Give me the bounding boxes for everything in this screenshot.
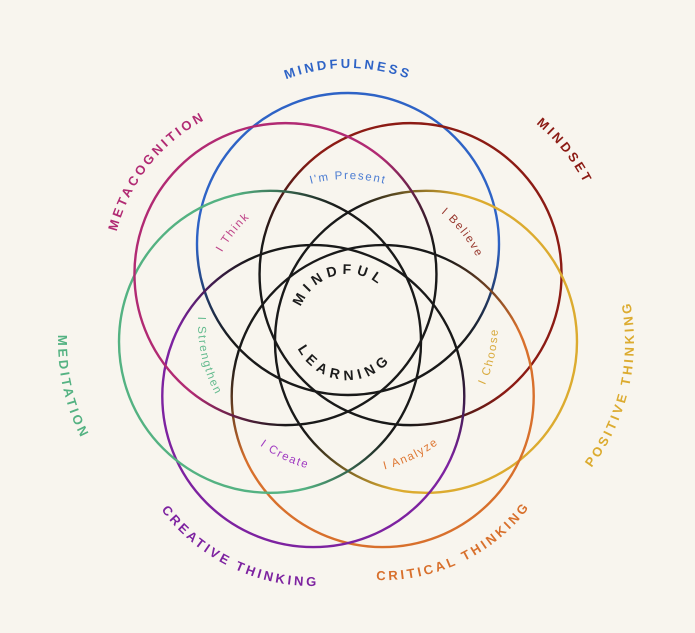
mindfulness-inner-label: I'm Present [308,170,387,187]
positive-thinking-circle [273,189,579,495]
creative-thinking-circle [161,243,466,549]
mindfulness-circle [195,91,501,397]
metacognition-circle [133,121,438,427]
critical-thinking-circle [230,243,535,549]
